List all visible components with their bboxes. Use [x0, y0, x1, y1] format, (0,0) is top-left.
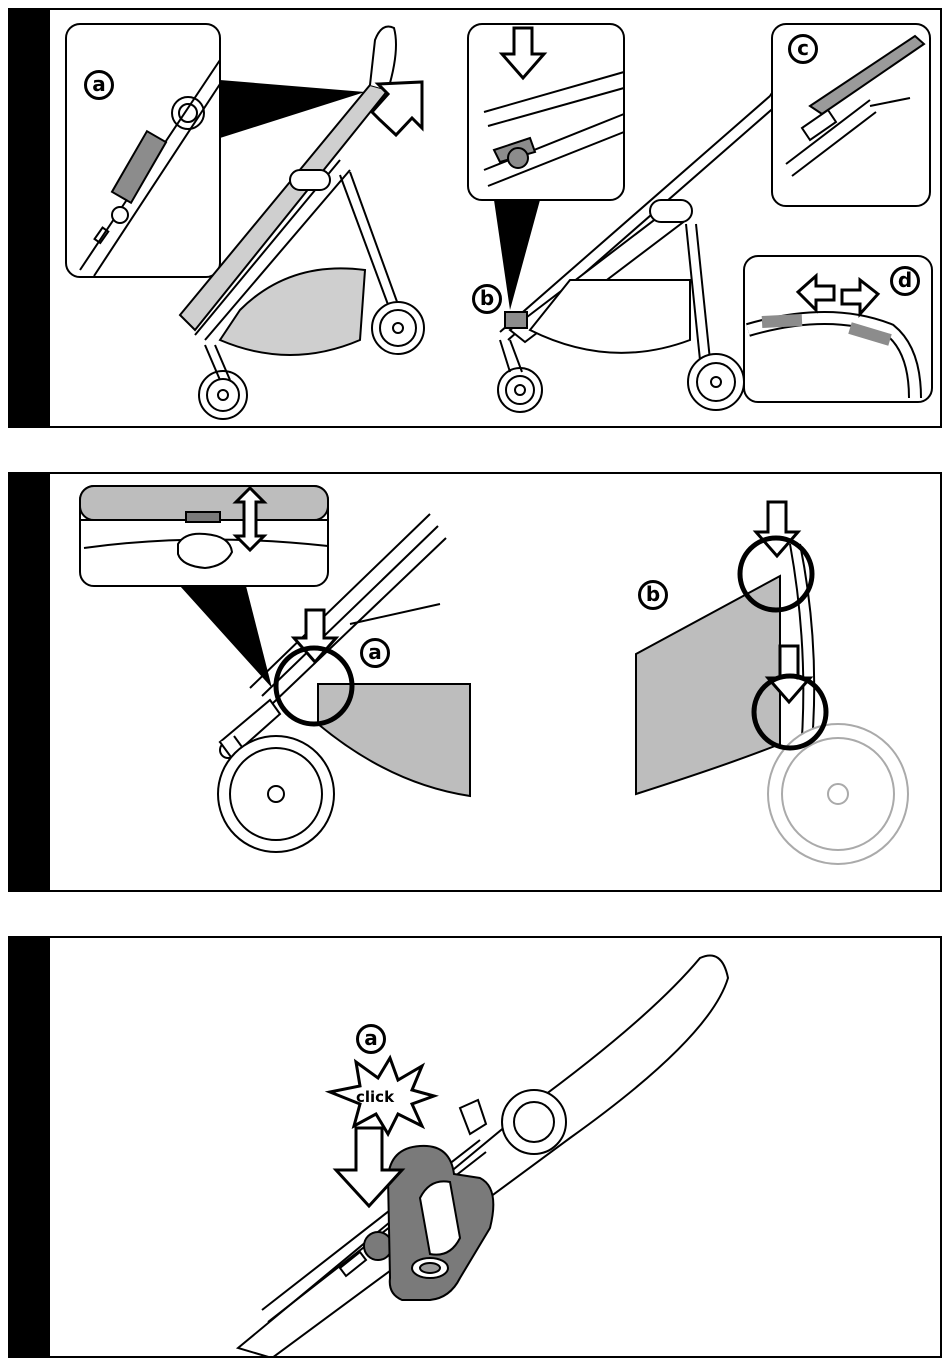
- arrow-down-a: [294, 610, 336, 662]
- step-label-a: a: [356, 1024, 386, 1054]
- step-label-b: b: [638, 580, 668, 610]
- detail-inset-clip: [80, 486, 328, 586]
- detail-inset-a: [66, 24, 220, 277]
- basket-attachment-illustration: [10, 474, 942, 892]
- cup-holder-illustration: [10, 938, 942, 1358]
- callout-pointer: [180, 586, 272, 688]
- handlebar: [238, 956, 728, 1359]
- detail-inset-b: [468, 24, 624, 200]
- step-label-a: a: [360, 638, 390, 668]
- step-label-a: a: [84, 70, 114, 100]
- step-label-b: b: [472, 284, 502, 314]
- stroller-fold-illustration: [10, 10, 942, 428]
- step-panel-2: a b: [8, 472, 942, 892]
- step-panel-3: a click: [8, 936, 942, 1358]
- click-label: click: [356, 1088, 394, 1106]
- stroller-rear-right: [636, 544, 908, 864]
- step-panel-1: a b c d: [8, 8, 942, 428]
- step-label-c: c: [788, 34, 818, 64]
- step-label-d: d: [890, 266, 920, 296]
